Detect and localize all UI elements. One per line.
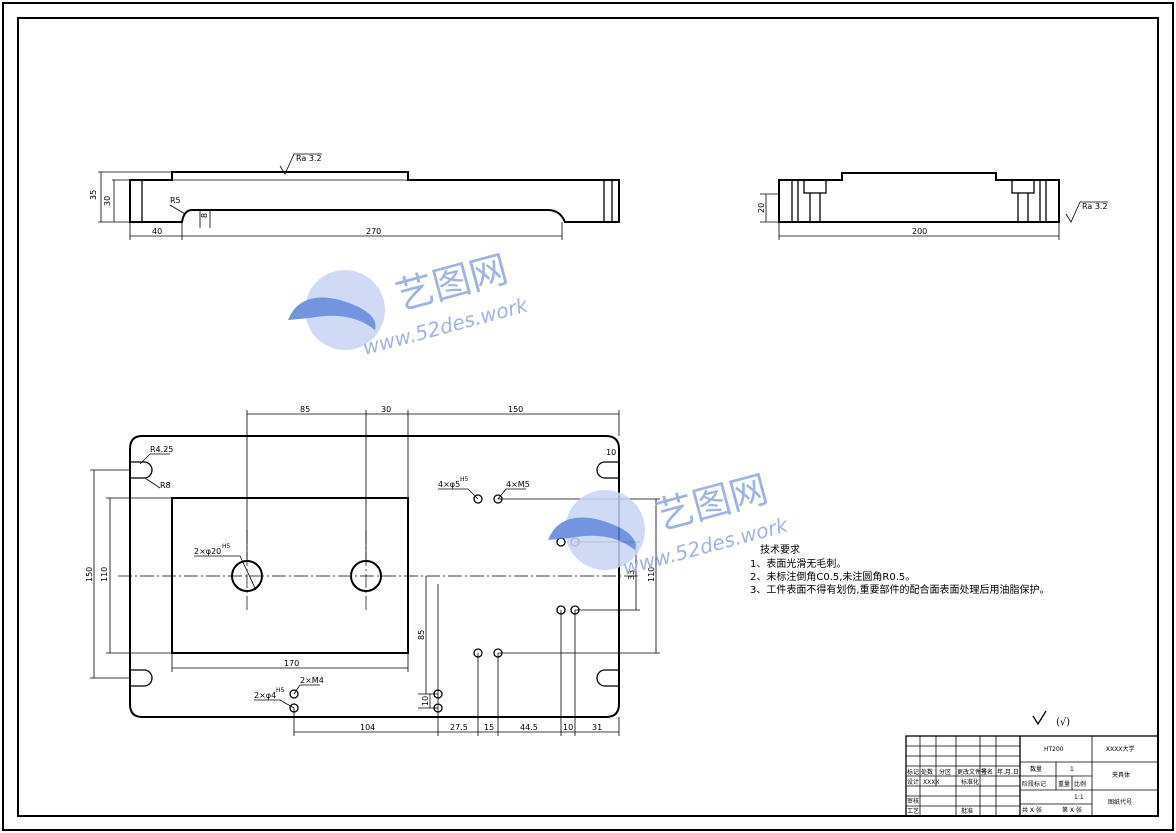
side-view: 20 200 Ra 3.2	[757, 172, 1108, 240]
tech-req-item-1: 1、表面光滑无毛刺。	[750, 557, 846, 570]
plan-right-dim-2: 33	[627, 570, 636, 580]
tb-weight-label: 重量	[1058, 780, 1070, 788]
label-bore: 2×φ20	[194, 547, 221, 556]
plan-top-dim-0: 85	[300, 405, 310, 414]
watermark: 艺图网 www.52des.work	[288, 247, 532, 360]
tb-sheet-no: 第 X 张	[1062, 806, 1082, 814]
label-thread-group-b: 2×M4	[300, 676, 324, 685]
front-dim-left: 40	[152, 227, 162, 236]
tb-review-label: 审核	[907, 797, 919, 805]
label-bore-sup: H5	[222, 543, 231, 550]
tech-req-item-3: 3、工件表面不得有划伤,重要部件的配合面表面处理后用油脂保护。	[750, 583, 1050, 596]
plan-top-dim-2: 150	[508, 405, 523, 414]
front-dim-height-total: 35	[89, 190, 98, 200]
plan-left-dim-0: 150	[85, 567, 94, 582]
plan-view: 85 30 150 150 110 10 110 33 104 27.5	[85, 405, 660, 736]
plan-bottom-dim-5: 31	[592, 723, 602, 732]
tb-stage-label: 阶段标记	[1022, 780, 1046, 788]
label-hole-group-a-sup: H5	[460, 476, 469, 483]
plan-bottom-dim-6: 10	[421, 696, 430, 706]
tech-req-title: 技术要求	[760, 543, 800, 556]
front-dim-height-body: 30	[103, 196, 112, 206]
plan-bottom-dim-1: 27.5	[450, 723, 468, 732]
tb-qty: 1	[1070, 766, 1074, 773]
plan-right-dim-1: 110	[647, 567, 656, 582]
tb-qty-label: 数量	[1030, 765, 1042, 773]
tech-requirements: 技术要求 1、表面光滑无毛刺。 2、未标注倒角C0.5,未注圆角R0.5。 3、…	[750, 543, 1050, 596]
plan-top-dim-1: 30	[381, 405, 391, 414]
tb-row-label-2: 分区	[939, 768, 951, 776]
tb-design-label: 设计	[907, 778, 919, 786]
label-hole-group-b-sup: H5	[276, 687, 285, 694]
front-dim-radius: R5	[170, 196, 181, 205]
surface-symbol: (√)	[1056, 717, 1070, 728]
side-dim-width: 200	[912, 227, 927, 236]
plan-dim-170: 170	[284, 659, 299, 668]
tb-row-label-0: 标记	[907, 768, 919, 776]
plan-bottom-dim-3: 44.5	[520, 723, 538, 732]
side-dim-height: 20	[757, 203, 766, 213]
tb-drawing-no: 图纸代号	[1108, 798, 1132, 806]
plan-dim-85: 85	[417, 630, 426, 640]
tb-row-label-5: 年.月.日	[997, 768, 1019, 776]
plan-bottom-dim-4: 10	[563, 723, 573, 732]
side-roughness: Ra 3.2	[1082, 202, 1108, 211]
front-view: 35 30 40 270 R5 8 Ra 3.2	[89, 153, 620, 240]
plan-bottom-dim-2: 15	[484, 723, 494, 732]
label-r-small: R4.25	[150, 445, 173, 454]
tb-row-label-3: 更改文件号	[957, 768, 987, 776]
front-roughness: Ra 3.2	[296, 154, 322, 163]
tb-row-label-4: 签名	[981, 768, 993, 776]
tech-req-item-2: 2、未标注倒角C0.5,未注圆角R0.5。	[750, 570, 915, 583]
tb-scale-label: 比例	[1074, 780, 1086, 788]
label-hole-group-a: 4×φ5	[438, 480, 460, 489]
label-thread-group-a: 4×M5	[506, 480, 530, 489]
tb-sheets-total: 共 X 张	[1022, 806, 1042, 814]
tb-approve-label: 批准	[961, 807, 973, 815]
tb-school: XXXX大学	[1106, 745, 1134, 753]
tb-row-label-1: 处数	[921, 768, 933, 776]
label-r-large: R8	[160, 481, 171, 490]
tb-std-label: 标准化	[961, 778, 979, 786]
plan-right-dim-0: 10	[606, 448, 616, 457]
label-hole-group-b: 2×φ4	[254, 691, 276, 700]
front-dim-step: 8	[200, 213, 209, 218]
surface-check-icon	[1032, 710, 1047, 726]
tb-part-name: 夹具体	[1112, 771, 1130, 779]
tb-process-label: 工艺	[907, 807, 919, 815]
tb-scale: 1:1	[1074, 794, 1084, 801]
tb-design-name: XXXX	[923, 779, 939, 786]
plan-left-dim-1: 110	[100, 567, 109, 582]
plan-bottom-dim-0: 104	[360, 723, 375, 732]
tb-material: HT200	[1044, 746, 1064, 753]
front-dim-length: 270	[366, 227, 381, 236]
title-block: HT200 XXXX大学 夹具体 图纸代号 数量 1 阶段标记 重量 比例 1:…	[905, 735, 1159, 817]
inner-frame	[17, 17, 1159, 817]
